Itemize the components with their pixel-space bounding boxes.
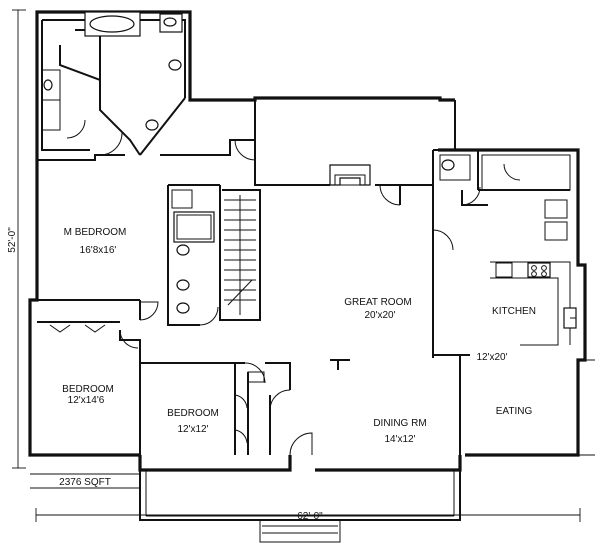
eating-label: EATING [496,406,533,417]
front-porch [139,359,595,543]
exterior-walls [28,10,587,472]
depth-dimension: 52'-0" [7,227,18,253]
great-room-label: GREAT ROOM [344,297,411,308]
bedroom-center-size: 12'x12' [177,424,208,435]
master-bedroom-size: 16'8x16' [80,245,117,256]
kitchen-size: 12'x20' [476,352,507,363]
master-bath-fixtures [43,11,471,181]
width-dimension: 62'-0" [297,511,323,522]
kitchen-label: KITCHEN [492,306,536,317]
staircase [224,195,256,315]
doors [66,119,521,456]
master-bedroom-label: M BEDROOM [64,227,127,238]
dining-label: DINING RM [373,418,426,429]
bedroom-left-size: 12'x14'6 [68,395,105,406]
dining-size: 14'x12' [384,434,415,445]
bedroom-left-label: BEDROOM [62,384,114,395]
dimension-lines [12,9,581,522]
great-room-size: 20'x20' [364,310,395,321]
area-label: 2376 SQFT [59,477,111,488]
bedroom-center-label: BEDROOM [167,408,219,419]
